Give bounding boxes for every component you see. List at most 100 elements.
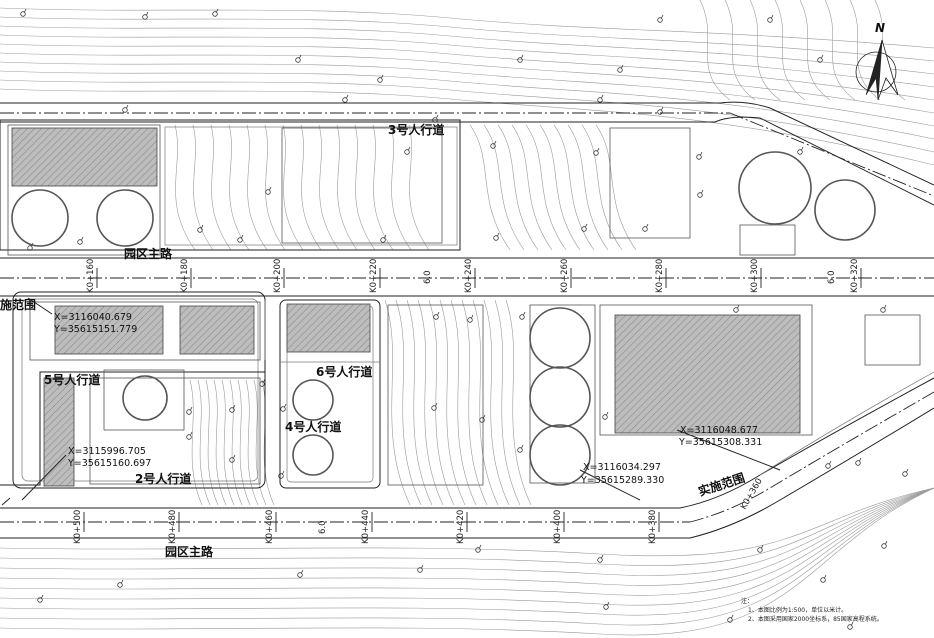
drawing-notes: 注： 1、本图比例为1:500，单位以米计。 2、本图采用国家2000坐标系，8… — [741, 597, 883, 623]
tree-symbol-icon — [855, 457, 862, 466]
coord-1-x: X=3116040.679 — [54, 312, 132, 323]
tree-symbol-icon — [519, 311, 526, 320]
station-label: K0+260 — [560, 259, 570, 293]
tree-symbol-icon — [597, 94, 604, 103]
tree-symbol-icon — [479, 414, 486, 423]
contour-line — [390, 124, 412, 251]
tree-symbol-icon — [295, 54, 302, 63]
station-label: K0+160 — [86, 259, 96, 293]
contour-line — [511, 124, 553, 251]
contour-line — [439, 299, 466, 506]
notes-line-1: 1、本图比例为1:500，单位以米计。 — [748, 606, 847, 614]
tree-symbol-icon — [817, 54, 824, 63]
contour-line — [221, 379, 235, 506]
contour-line — [0, 487, 934, 596]
station-label: K0+500 — [73, 510, 83, 544]
tree-symbol-icon — [117, 579, 124, 588]
tree-symbol-icon — [642, 223, 649, 232]
tree-symbol-icon — [902, 468, 909, 477]
contour-line — [229, 379, 243, 506]
station-label: K0+460 — [265, 510, 275, 544]
tree-symbol-icon — [696, 151, 703, 160]
tree-symbol-icon — [77, 236, 84, 245]
contour-line — [189, 379, 203, 506]
contour-line — [699, 0, 731, 101]
contour-line — [0, 487, 934, 616]
coordinate-callouts: X=3116040.679 Y=35615151.779 X=3115996.7… — [53, 312, 762, 486]
tree-symbol-icon — [657, 106, 664, 115]
contour-line — [264, 124, 286, 251]
tree-symbol-icon — [490, 140, 497, 149]
station-label: K0+280 — [655, 259, 665, 293]
tree-symbol-icon — [433, 311, 440, 320]
contour-line — [300, 124, 322, 251]
contour-line — [0, 487, 934, 636]
station-labels-bottom: K0+500 K0+480 K0+460 K0+440 K0+420 K0+40… — [73, 477, 765, 544]
station-label: K0+440 — [361, 510, 371, 544]
contour-line — [525, 124, 567, 251]
contour-line — [213, 379, 227, 506]
notes-heading: 注： — [741, 597, 753, 605]
tree-symbol-icon — [517, 54, 524, 63]
contour-line — [336, 124, 358, 251]
contour-line — [581, 124, 623, 251]
contour-line — [417, 299, 444, 506]
contour-line — [494, 299, 521, 506]
coord-2-y: Y=35615160.697 — [67, 458, 151, 469]
contour-line — [228, 124, 250, 251]
tree-symbol-icon — [237, 234, 244, 243]
contour-line — [483, 299, 510, 506]
station-label: K0+320 — [850, 259, 860, 293]
contour-line — [318, 124, 340, 251]
contour-line — [384, 299, 411, 506]
contour-line — [174, 124, 196, 251]
contour-line — [749, 0, 781, 101]
contour-line — [192, 124, 214, 251]
tree-symbol-icon — [20, 8, 27, 17]
tree-symbol-icon — [404, 146, 411, 155]
contour-line — [497, 124, 539, 251]
contour-line — [197, 379, 211, 506]
sidewalk-5-label: 5号人行道 — [44, 372, 100, 387]
station-label: K0+200 — [273, 259, 283, 293]
contour-line — [0, 34, 934, 88]
survey-points — [20, 8, 909, 630]
tree-symbol-icon — [186, 431, 193, 440]
tree-symbol-icon — [431, 402, 438, 411]
contour-line — [0, 52, 934, 114]
tree-symbol-icon — [733, 304, 740, 313]
contour-line — [428, 299, 455, 506]
tree-symbol-icon — [820, 574, 827, 583]
contour-line — [0, 487, 934, 606]
tree-symbol-icon — [186, 406, 193, 415]
tree-symbol-icon — [377, 74, 384, 83]
tree-symbol-icon — [617, 64, 624, 73]
contour-line — [450, 299, 477, 506]
north-arrow-icon: N — [855, 21, 899, 101]
tree-symbol-icon — [297, 569, 304, 578]
contour-line — [282, 124, 304, 251]
contour-line — [0, 70, 934, 140]
contour-line — [505, 299, 532, 506]
contour-line — [472, 299, 499, 506]
scope-right-label: 实施范围 — [696, 470, 746, 499]
contour-line — [408, 124, 430, 251]
tree-symbol-icon — [727, 614, 734, 623]
park-main-road-bottom-label: 园区主路 — [165, 544, 214, 559]
contour-line — [0, 88, 934, 166]
tree-symbol-icon — [122, 104, 129, 113]
coord-1-y: Y=35615151.779 — [53, 324, 137, 335]
scope-left-label: 施范围 — [0, 297, 36, 312]
tree-symbol-icon — [825, 460, 832, 469]
contour-line — [0, 25, 934, 75]
station-label: K0+420 — [456, 510, 466, 544]
sidewalk-6-label: 6号人行道 — [316, 364, 372, 379]
tree-symbol-icon — [757, 544, 764, 553]
contour-line — [245, 379, 259, 506]
contour-line — [237, 379, 251, 506]
tree-symbol-icon — [432, 114, 439, 123]
contour-line — [372, 124, 394, 251]
sidewalk-3-label: 3号人行道 — [388, 122, 444, 137]
contour-line — [0, 43, 934, 101]
